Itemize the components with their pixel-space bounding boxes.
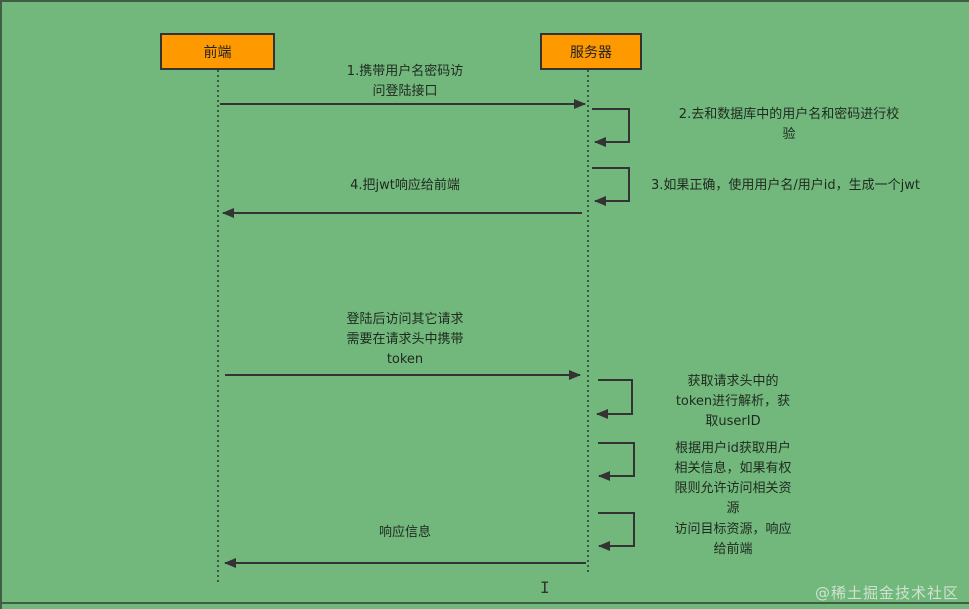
frame-bottom-border: [0, 602, 969, 604]
text-cursor-icon: I: [540, 578, 550, 597]
frame-top-border: [0, 0, 969, 2]
frontend-actor-box: 前端: [160, 33, 275, 70]
label-get-user-info: 根据用户id获取用户 相关信息，如果有权 限则允许访问相关资 源: [674, 441, 792, 516]
self-arrow-validate: [592, 108, 630, 147]
label-final-response: 响应信息: [378, 525, 431, 540]
self-arrow-access-resource: [598, 512, 635, 551]
self-arrow-get-user-info: [598, 442, 635, 481]
label-parse-token: 获取请求头中的 token进行解析，获 取userID: [675, 374, 791, 429]
frame-left-border: [0, 0, 2, 609]
server-actor-box: 服务器: [540, 33, 642, 70]
label-jwt-response: 4.把jwt响应给前端: [350, 178, 460, 193]
label-token-request: 登陆后访问其它请求 需要在请求头中携带 token: [346, 312, 464, 367]
label-login-request: 1.携带用户名密码访 问登陆接口: [346, 64, 464, 99]
self-arrow-parse-token: [596, 379, 633, 419]
label-access-resource: 访问目标资源，响应 给前端: [674, 522, 792, 557]
label-validate: 2.去和数据库中的用户名和密码进行校 验: [678, 107, 900, 142]
self-arrow-generate-jwt: [592, 167, 630, 206]
label-generate-jwt: 3.如果正确，使用用户名/用户id，生成一个jwt: [651, 178, 920, 193]
watermark: @稀土掘金技术社区: [814, 584, 959, 602]
